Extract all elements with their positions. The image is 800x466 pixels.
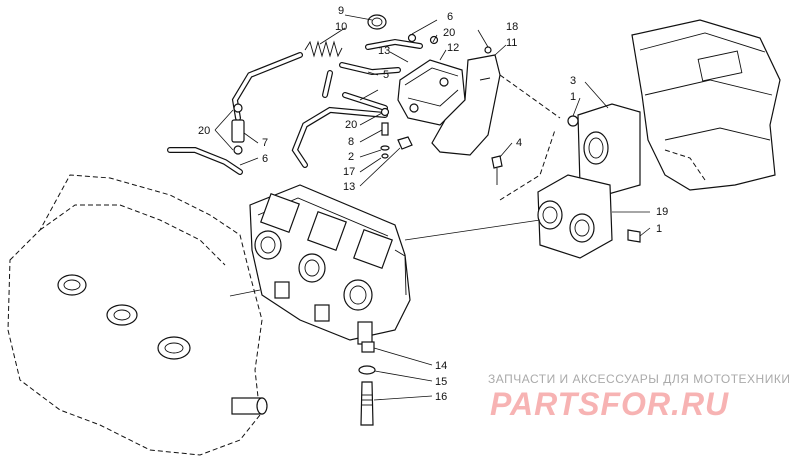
callout-leaders xyxy=(214,14,651,401)
callout-20: 20 xyxy=(345,119,357,131)
callout-5: 5 xyxy=(383,69,389,81)
callout-2: 2 xyxy=(348,151,354,163)
callout-7: 7 xyxy=(262,137,268,149)
clamp-ring xyxy=(367,14,387,30)
callout-6: 6 xyxy=(447,11,453,23)
fuel-hoses xyxy=(167,38,423,175)
airbox-adapter-lower xyxy=(537,174,641,259)
callout-1: 1 xyxy=(656,223,662,235)
callout-19: 19 xyxy=(656,206,668,218)
engine-shaft xyxy=(231,397,268,415)
callout-12: 12 xyxy=(447,42,459,54)
callout-20: 20 xyxy=(443,27,455,39)
carburetor-assembly xyxy=(249,184,411,345)
fitting-4 xyxy=(491,155,503,185)
callout-6: 6 xyxy=(262,153,268,165)
hardware-stack xyxy=(380,33,439,159)
mounting-bracket xyxy=(431,46,501,156)
callout-20: 20 xyxy=(198,125,210,137)
callout-1: 1 xyxy=(570,91,576,103)
callout-17: 17 xyxy=(343,166,355,178)
carb-bore-3 xyxy=(343,279,373,311)
engine-block xyxy=(7,174,268,456)
callout-labels: 9 10 6 20 12 18 11 13 5 3 1 20 7 6 20 8 … xyxy=(198,5,668,403)
callout-13: 13 xyxy=(378,45,390,57)
callout-10: 10 xyxy=(335,21,347,33)
engine-port-2 xyxy=(106,304,138,326)
spring xyxy=(304,40,343,58)
callout-16: 16 xyxy=(435,391,447,403)
callout-13: 13 xyxy=(343,181,355,193)
callout-15: 15 xyxy=(435,376,447,388)
callout-8: 8 xyxy=(348,136,354,148)
callout-11: 11 xyxy=(506,37,517,49)
watermark-logo: PARTSFOR.RU xyxy=(490,386,730,422)
carb-bore-1 xyxy=(254,230,282,260)
carb-bore-2 xyxy=(298,253,326,283)
engine-port-1 xyxy=(57,274,87,296)
dash-leaders xyxy=(229,74,561,297)
fuel-pump xyxy=(397,59,466,126)
callout-4: 4 xyxy=(516,137,522,149)
fuel-filter xyxy=(231,103,245,155)
engine-port-3 xyxy=(157,336,191,360)
callout-3: 3 xyxy=(570,75,576,87)
callout-9: 9 xyxy=(338,5,344,17)
airbox-housing xyxy=(631,19,781,191)
watermark-tagline: ЗАПЧАСТИ И АКСЕССУАРЫ ДЛЯ МОТОТЕХНИКИ xyxy=(488,372,791,386)
callout-18: 18 xyxy=(506,21,518,33)
airbox-adapter-upper xyxy=(567,103,641,196)
callout-14: 14 xyxy=(435,360,447,372)
float-bowl-drain xyxy=(358,341,376,426)
